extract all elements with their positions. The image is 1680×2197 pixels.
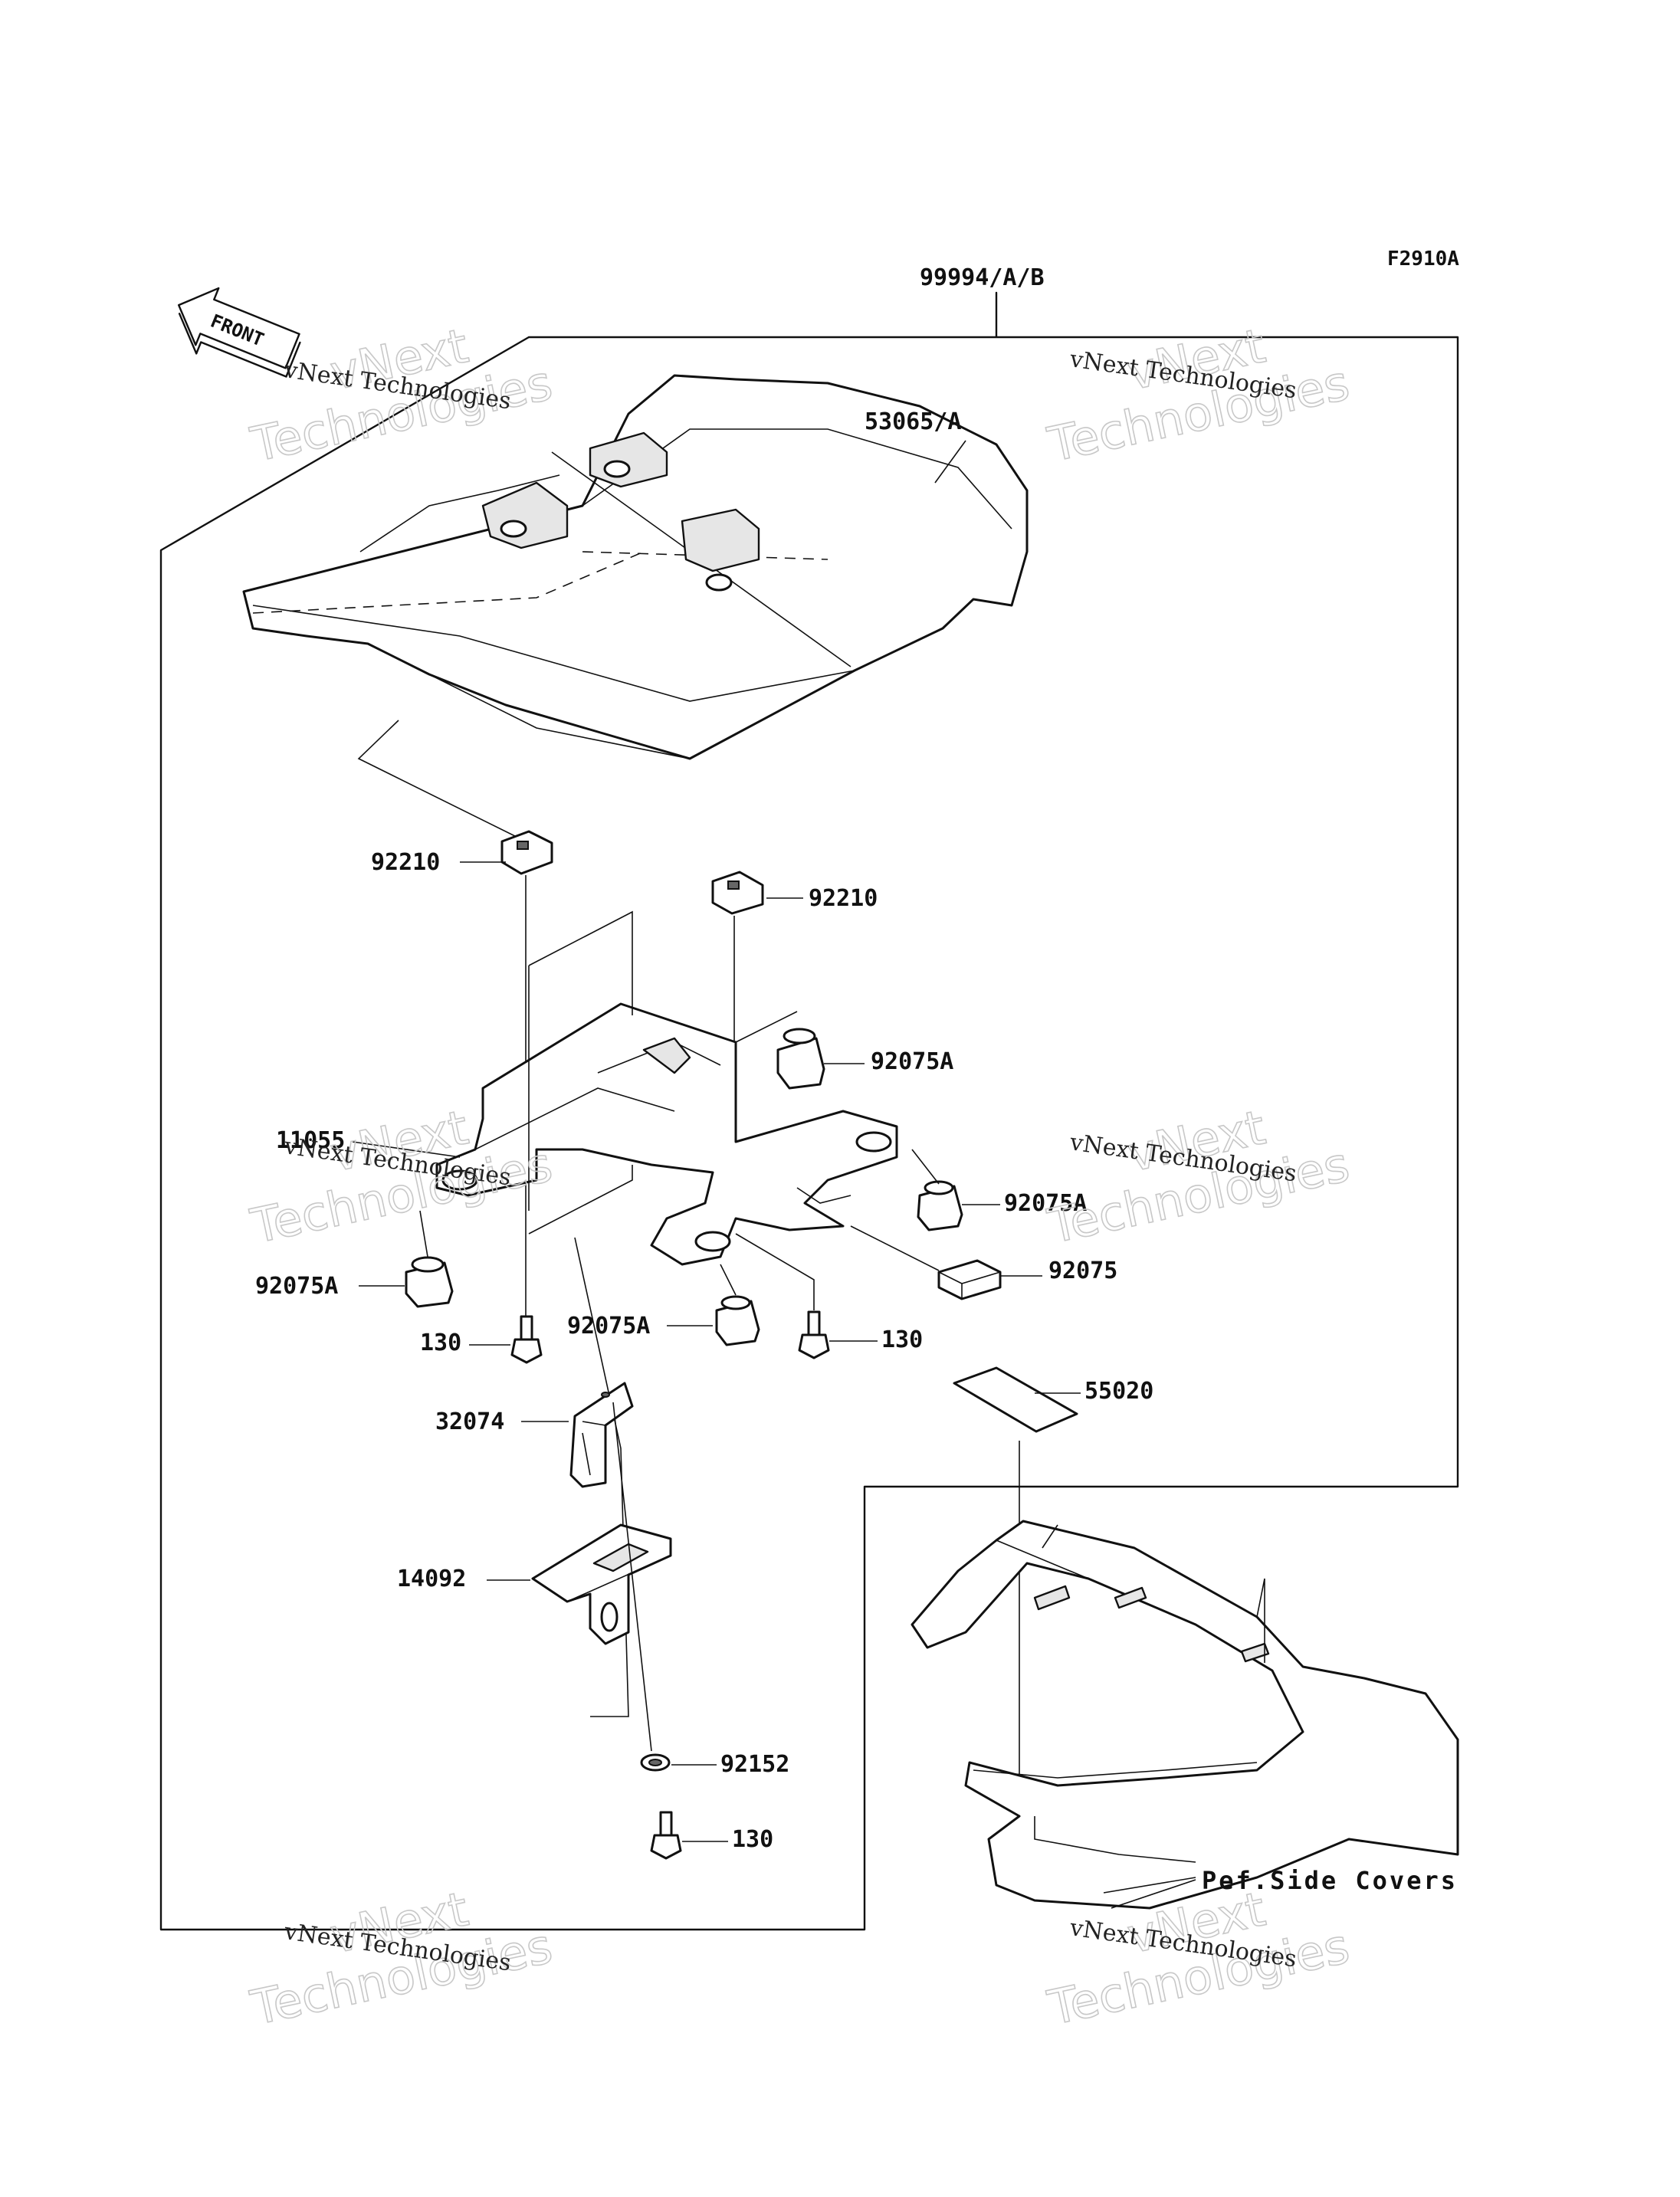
- diagram-code: F2910A: [1387, 248, 1459, 271]
- damper-right-mid-part: [917, 1180, 963, 1231]
- stay-part: [569, 1382, 634, 1488]
- damper-right-top-label: 92075A: [871, 1048, 953, 1075]
- bracket-frame-part: [435, 1002, 898, 1266]
- damper-center-part: [715, 1295, 760, 1346]
- bolt-left-label: 130: [420, 1330, 461, 1356]
- damper-right-top-part: [776, 1028, 825, 1090]
- nut-right-part: [711, 871, 764, 915]
- assembly-outline: [159, 291, 1459, 1931]
- damper-left-part: [405, 1256, 454, 1308]
- reference-label: Pef.Side Covers: [1202, 1866, 1458, 1895]
- bracket-frame-label: 11055: [276, 1127, 345, 1154]
- damper-right-mid-label: 92075A: [1004, 1190, 1087, 1217]
- nut-right-label: 92210: [809, 885, 878, 912]
- stay-label: 32074: [435, 1408, 504, 1435]
- damper-block-label: 92075: [1048, 1258, 1117, 1284]
- washer-part: [640, 1753, 671, 1772]
- holder-label: 14092: [397, 1566, 466, 1592]
- pad-label: 55020: [1084, 1378, 1153, 1405]
- pad-part: [953, 1366, 1078, 1433]
- bolt-left-part: [510, 1315, 543, 1364]
- damper-left-label: 92075A: [255, 1273, 338, 1300]
- side-covers-reference: [911, 1520, 1459, 1910]
- seat-cover-label: 53065/A: [865, 408, 961, 435]
- washer-label: 92152: [720, 1751, 789, 1778]
- front-label: FRONT: [208, 310, 267, 351]
- damper-block-part: [937, 1259, 1002, 1300]
- holder-part: [531, 1523, 672, 1645]
- damper-center-label: 92075A: [567, 1313, 650, 1340]
- bolt-right-part: [798, 1310, 830, 1359]
- seat-cover-part: [242, 374, 1029, 844]
- bolt-right-label: 130: [881, 1326, 923, 1353]
- nut-left-part: [500, 830, 553, 875]
- bolt-bottom-label: 130: [732, 1826, 773, 1853]
- bolt-bottom-part: [650, 1811, 682, 1860]
- assembly-label: 99994/A/B: [920, 264, 1045, 291]
- nut-left-label: 92210: [371, 849, 440, 876]
